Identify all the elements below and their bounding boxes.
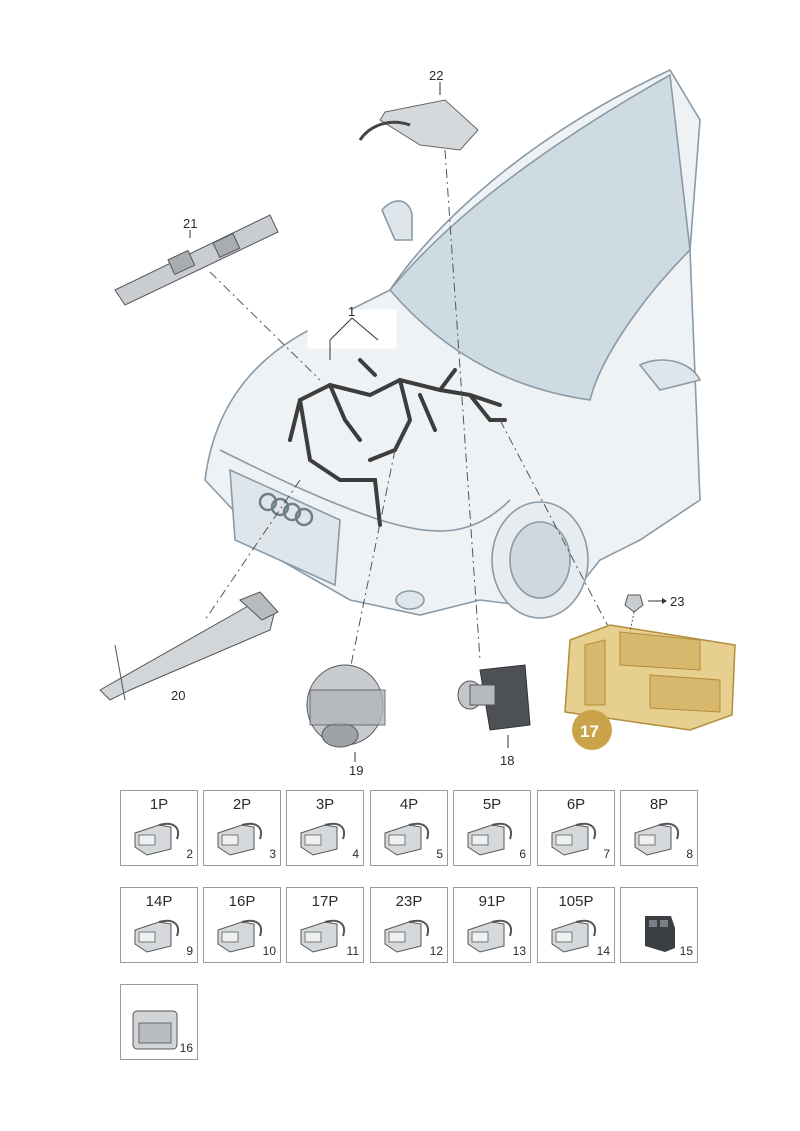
connector-cell-8: 14P 9 [120, 887, 198, 963]
connector-pin-count: 17P [311, 893, 339, 910]
connector-pin-count: 8P [649, 796, 669, 813]
connector-plug-icon [551, 919, 596, 953]
connector-plug-icon [384, 919, 429, 953]
connector-plug-icon [551, 822, 596, 856]
connector-cell-7: 8P 8 [620, 790, 698, 866]
connector-cell-5: 5P 6 [453, 790, 531, 866]
connector-pin-count: 105P [558, 893, 594, 910]
callout-22: 22 [429, 68, 443, 83]
callout-23: 23 [670, 594, 684, 609]
connector-part-number: 7 [603, 847, 610, 861]
connector-part-number: 8 [686, 847, 693, 861]
part-22-cover [358, 82, 479, 151]
connector-cell-13: 105P 14 [537, 887, 615, 963]
relay-module-icon [132, 1010, 178, 1050]
callout-20: 20 [171, 688, 185, 703]
connector-cell-6: 6P 7 [537, 790, 615, 866]
connector-pin-count: 5P [482, 796, 502, 813]
connector-plug-icon [217, 822, 262, 856]
part-17-relay-box [564, 624, 736, 750]
connector-part-number: 9 [186, 944, 193, 958]
car-illustration [204, 68, 702, 619]
exploded-view-diagram: 1 22 21 20 19 18 [99, 68, 736, 778]
connector-cell-9: 16P 10 [203, 887, 281, 963]
part-21-bracket [114, 214, 279, 306]
connector-pin-count: 4P [399, 796, 419, 813]
connector-cell-15: 16 [120, 984, 198, 1060]
connector-cell-12: 91P 13 [453, 887, 531, 963]
connector-cell-10: 17P 11 [286, 887, 364, 963]
connector-plug-icon [134, 919, 179, 953]
connector-plug-icon [467, 919, 512, 953]
audi-rings-logo [258, 492, 314, 527]
connector-pin-count: 6P [566, 796, 586, 813]
connector-cell-4: 4P 5 [370, 790, 448, 866]
part-19-grommet [306, 664, 386, 762]
connector-part-number: 12 [429, 944, 443, 958]
connector-part-number: 2 [186, 847, 193, 861]
connector-part-number: 3 [269, 847, 276, 861]
connector-pin-count: 3P [315, 796, 335, 813]
connector-plug-icon [467, 822, 512, 856]
connector-plug-icon [217, 919, 262, 953]
connector-cell-2: 2P 3 [203, 790, 281, 866]
part-23-nut [624, 594, 667, 633]
connector-cell-3: 3P 4 [286, 790, 364, 866]
part-18-grommet [457, 664, 531, 748]
connector-part-number: 13 [512, 944, 526, 958]
connector-part-number: 15 [679, 944, 693, 958]
callout-19: 19 [349, 763, 363, 778]
connector-pin-count: 23P [395, 893, 423, 910]
part-20-bracket [99, 591, 279, 701]
connector-cell-11: 23P 12 [370, 887, 448, 963]
callout-18: 18 [500, 753, 514, 768]
connector-part-number: 5 [436, 847, 443, 861]
connector-plug-icon [300, 822, 345, 856]
connector-pin-count: 14P [145, 893, 173, 910]
connector-pin-count: 91P [478, 893, 506, 910]
connector-part-number: 16 [179, 1041, 193, 1055]
connector-plug-icon [300, 919, 345, 953]
connector-part-number: 4 [352, 847, 359, 861]
connector-plug-icon [634, 822, 679, 856]
connector-pin-count: 1P [149, 796, 169, 813]
callout-17: 17 [580, 722, 599, 741]
connector-part-number: 6 [519, 847, 526, 861]
connector-pin-count: 16P [228, 893, 256, 910]
callout-21: 21 [183, 216, 197, 231]
connector-pin-count: 2P [232, 796, 252, 813]
connector-part-number: 14 [596, 944, 610, 958]
callout-1-bracket [307, 309, 397, 360]
connector-cell-14: 15 [620, 887, 698, 963]
leader-lines [204, 149, 611, 671]
connector-cell-1: 1P 2 [120, 790, 198, 866]
callout-1: 1 [348, 304, 355, 319]
connector-part-number: 11 [346, 944, 359, 958]
connector-plug-icon [134, 822, 179, 856]
relay-module-icon [645, 916, 675, 952]
connector-part-number: 10 [262, 944, 276, 958]
engine-wiring-harness [288, 358, 507, 527]
connector-plug-icon [384, 822, 429, 856]
